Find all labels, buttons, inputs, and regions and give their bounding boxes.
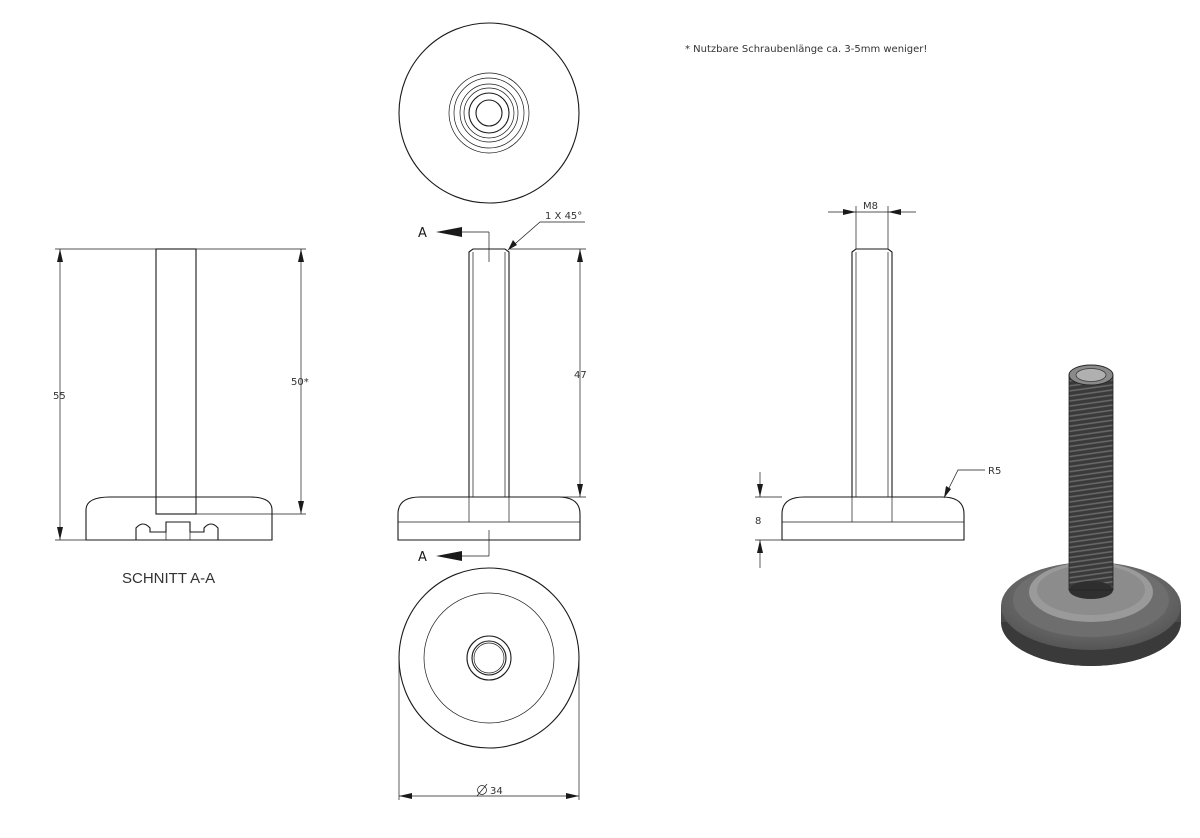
- dim-chamfer: 1 X 45°: [545, 211, 582, 222]
- section-title: SCHNITT A-A: [122, 570, 215, 587]
- dim-radius: R5: [988, 466, 1001, 477]
- isometric-render: [1001, 364, 1181, 666]
- section-view: 55 50* SCHNITT A-A: [53, 248, 309, 587]
- dim-thread-length: 47: [574, 370, 587, 381]
- front-view: A A 1 X 45° 47: [397, 211, 587, 565]
- section-marker-top: A: [418, 226, 427, 241]
- dim-total-height: 55: [53, 391, 66, 402]
- side-view: M8 R5 8: [755, 201, 1001, 568]
- top-view: [398, 22, 580, 204]
- usable-length-note: * Nutzbare Schraubenlänge ca. 3-5mm weni…: [685, 44, 927, 55]
- section-marker-bottom: A: [418, 550, 427, 565]
- bottom-view: 34: [398, 567, 580, 800]
- dim-diameter: 34: [490, 786, 503, 797]
- dim-thread: M8: [863, 201, 878, 212]
- dim-base-height: 8: [755, 516, 761, 527]
- dim-usable-length: 50*: [291, 377, 309, 388]
